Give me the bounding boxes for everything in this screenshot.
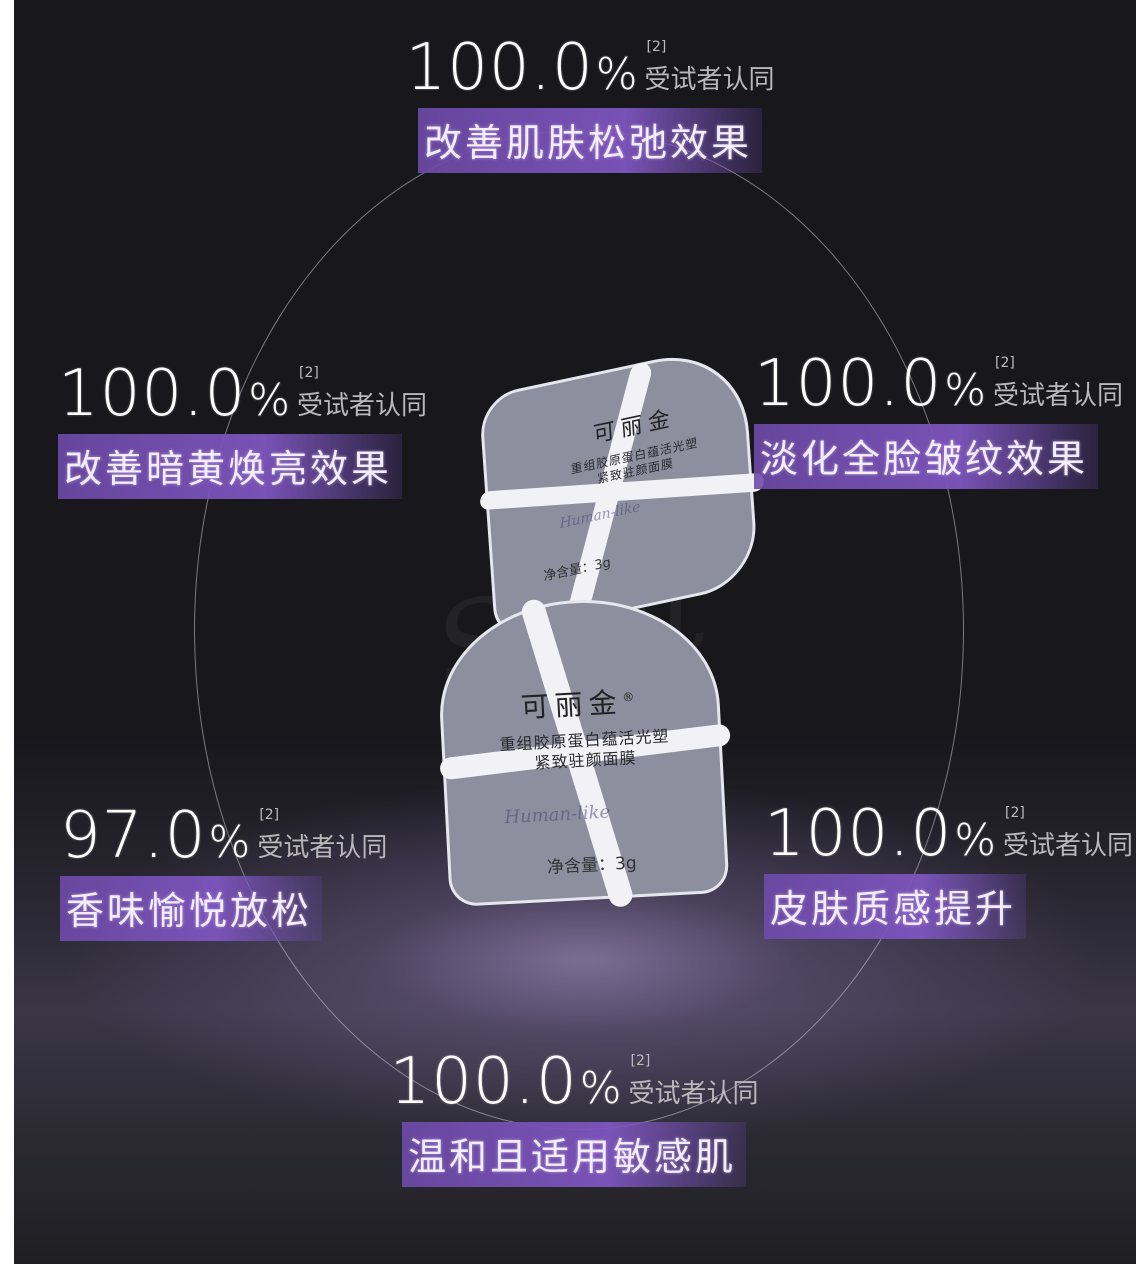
product-packet-lower: 可丽金® 重组胶原蛋白蕴活光塑紧致驻颜面膜 Human-like 净含量：3g	[434, 592, 732, 910]
stat-left-lower: 97.0% [2]受试者认同 香味愉悦放松	[60, 804, 387, 941]
footnote-ref: [2]	[259, 807, 280, 823]
packet-brand: 可丽金®	[519, 685, 641, 725]
stat-label: 皮肤质感提升	[764, 874, 1027, 939]
stat-label: 改善肌肤松弛效果	[417, 108, 762, 173]
footnote-ref: [2]	[995, 355, 1015, 371]
footnote-ref: [2]	[630, 1053, 651, 1069]
stat-right-upper: 100.0% [2]受试者认同 淡化全脸皱纹效果	[754, 352, 1123, 489]
packet-description: 重组胶原蛋白蕴活光塑紧致驻颜面膜	[499, 726, 670, 773]
footnote-ref: [2]	[646, 39, 667, 55]
stat-percent: 97.0%	[60, 799, 252, 873]
stat-percent: 100.0%	[58, 357, 292, 431]
stat-left-upper: 100.0% [2]受试者认同 改善暗黄焕亮效果	[58, 362, 427, 499]
stat-percent: 100.0%	[405, 31, 639, 105]
stat-agree-text: 受试者认同	[257, 833, 388, 863]
stat-percent: 100.0%	[389, 1045, 623, 1119]
stat-agree-text: 受试者认同	[993, 381, 1124, 411]
footnote-ref: [2]	[299, 365, 319, 381]
stat-agree-text: 受试者认同	[1003, 831, 1134, 861]
stat-agree-text: 受试者认同	[297, 391, 428, 421]
stat-percent: 100.0%	[754, 347, 988, 421]
packet-net-content: 净含量：3g	[546, 853, 638, 878]
stat-right-lower: 100.0% [2]受试者认同 皮肤质感提升	[764, 802, 1133, 939]
stat-percent: 100.0%	[764, 797, 998, 871]
stat-label: 改善暗黄焕亮效果	[58, 434, 403, 499]
stat-top: 100.0% [2]受试者认同 改善肌肤松弛效果	[400, 36, 780, 173]
stat-label: 香味愉悦放松	[60, 876, 323, 941]
footnote-ref: [2]	[1005, 805, 1025, 821]
stat-label: 温和且适用敏感肌	[401, 1122, 746, 1187]
stat-agree-text: 受试者认同	[644, 65, 775, 95]
stat-agree-text: 受试者认同	[628, 1079, 759, 1109]
stat-bottom: 100.0% [2]受试者认同 温和且适用敏感肌	[384, 1050, 764, 1187]
stat-label: 淡化全脸皱纹效果	[754, 424, 1099, 489]
